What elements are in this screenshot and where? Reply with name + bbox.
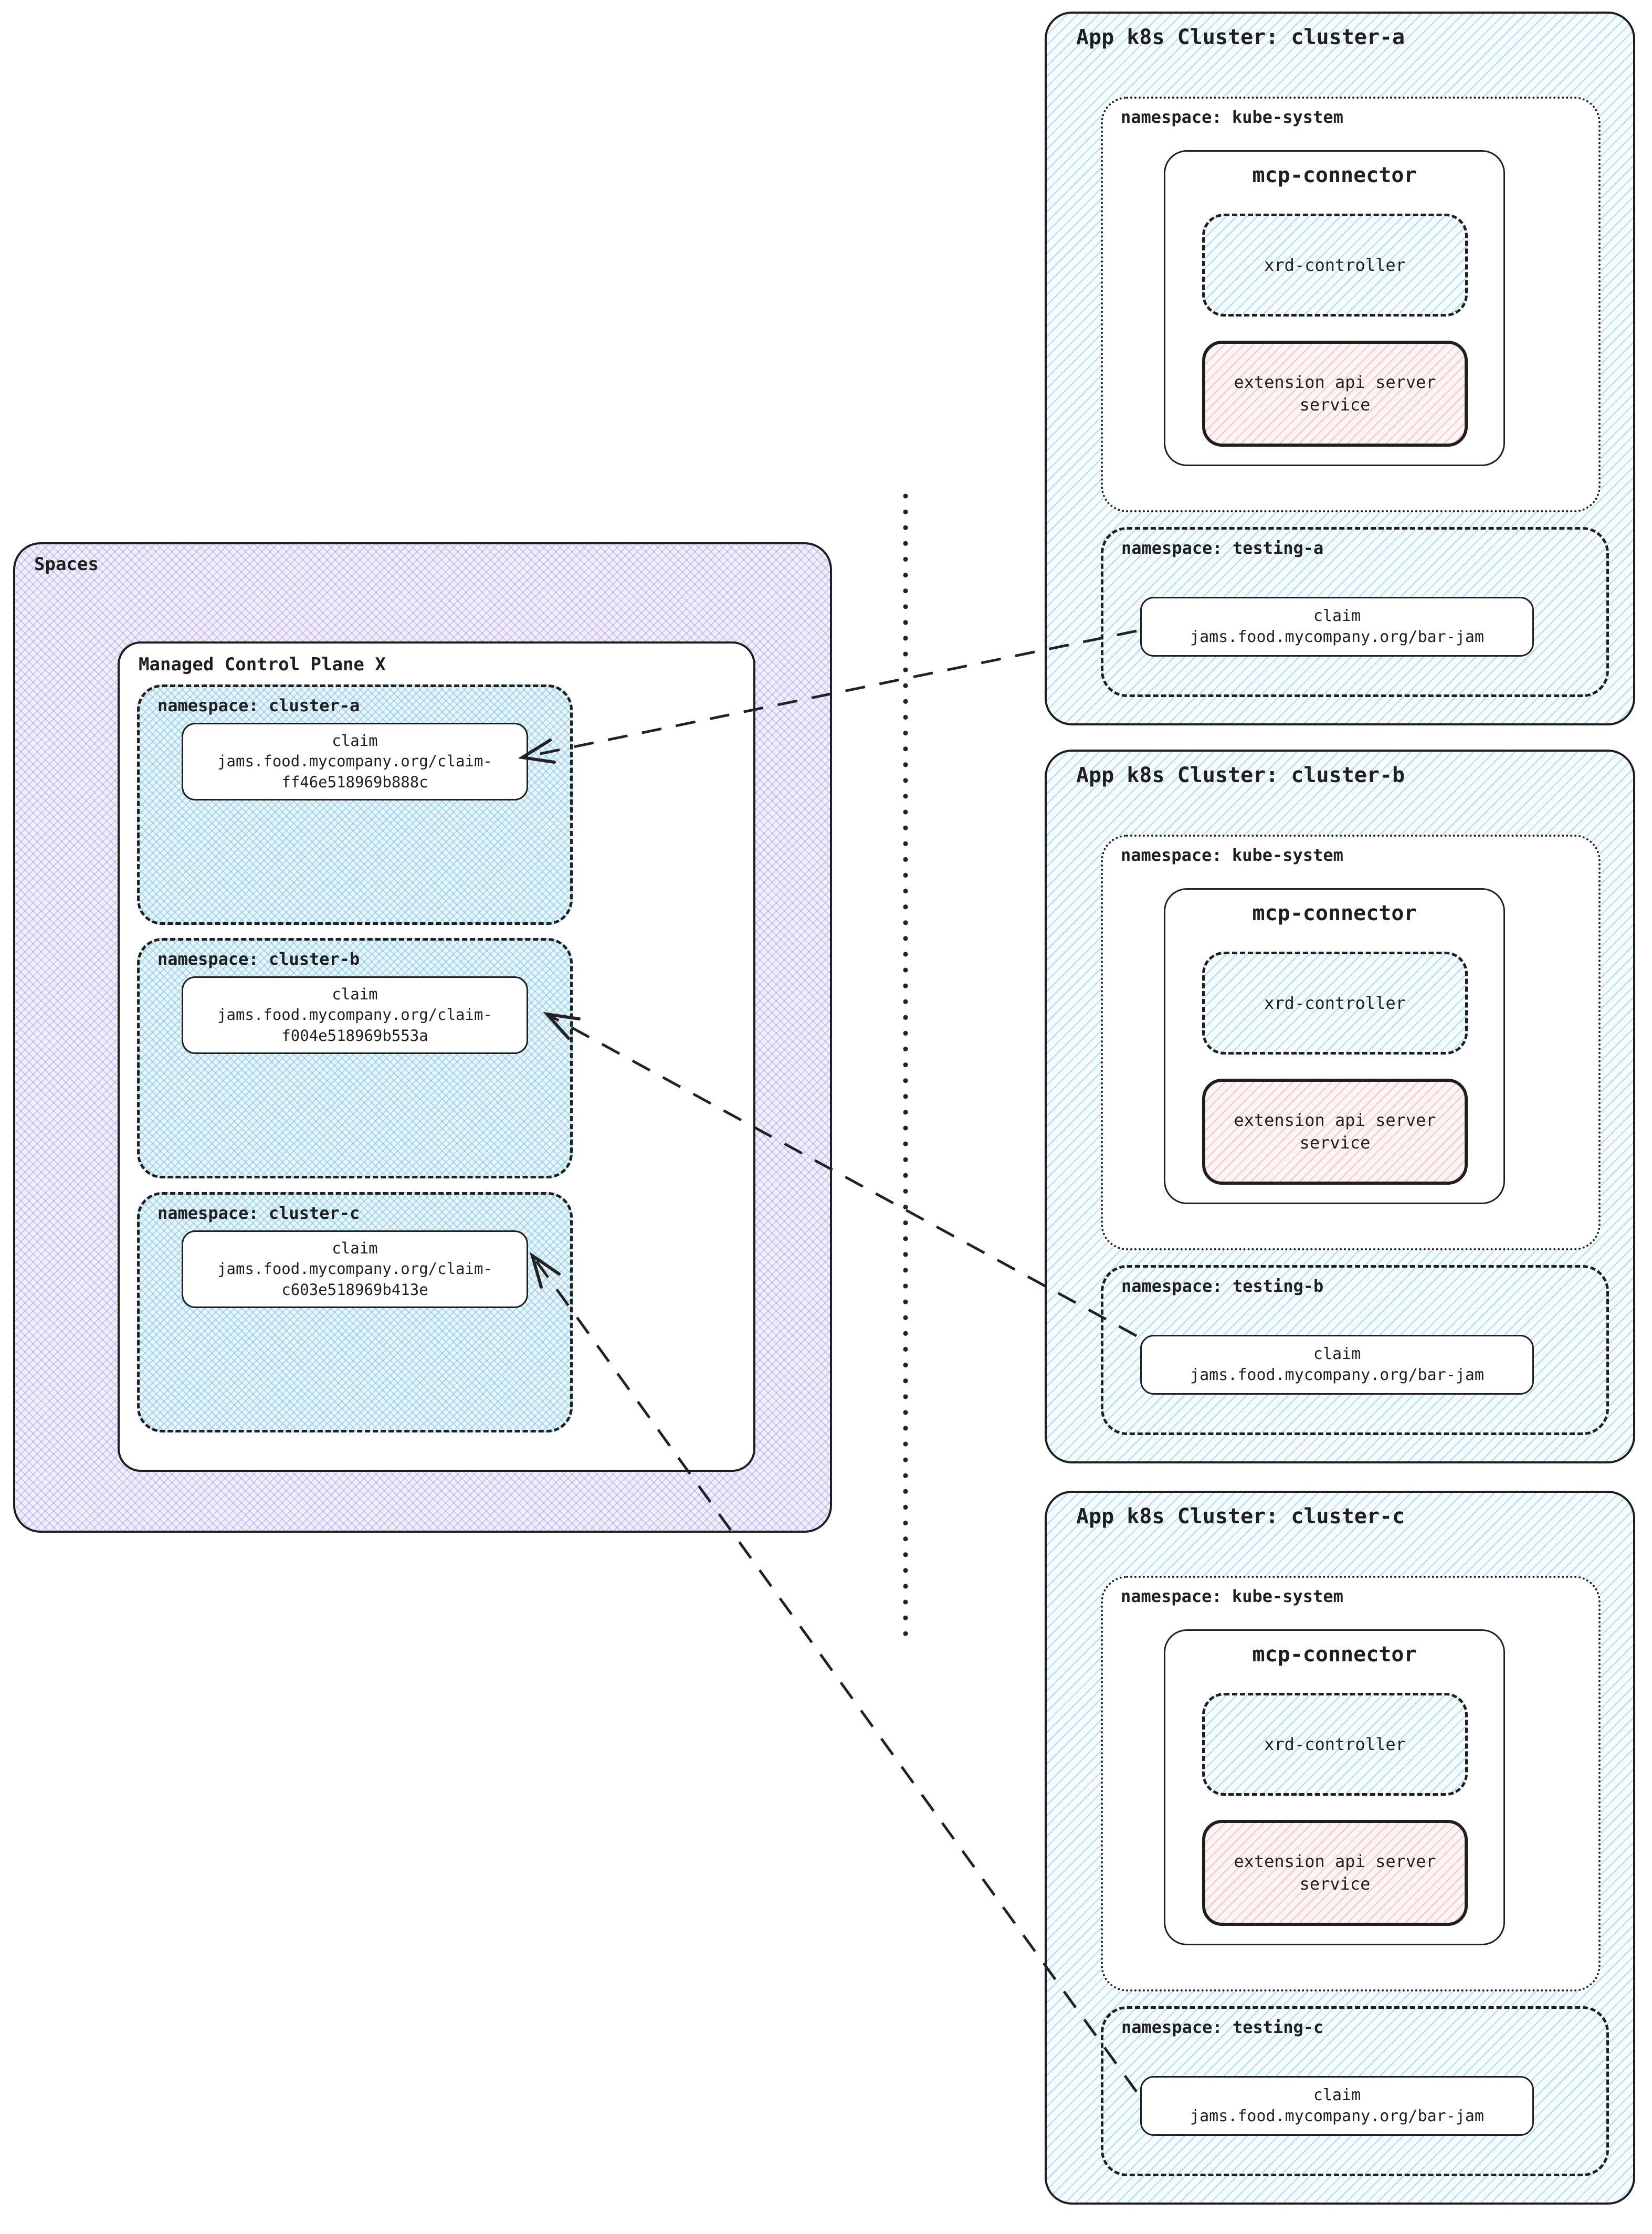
namespace-kube-system-label-b: namespace: kube-system [1121, 845, 1343, 865]
managed-control-plane-box: Managed Control Plane X namespace: clust… [118, 641, 755, 1472]
claim-resource: jams.food.mycompany.org/bar-jam [1190, 2107, 1484, 2125]
mcp-connector-box-c: mcp-connector xrd-controller extension a… [1164, 1629, 1505, 1945]
mcp-connector-title-a: mcp-connector [1252, 163, 1417, 187]
app-cluster-b-title: App k8s Cluster: cluster-b [1076, 763, 1405, 787]
extension-api-line1: extension api server [1234, 372, 1436, 392]
namespace-kube-system-box-c: namespace: kube-system mcp-connector xrd… [1101, 1576, 1601, 1991]
claim-box-testing-b: claim jams.food.mycompany.org/bar-jam [1140, 1335, 1534, 1395]
namespace-cluster-b-box: namespace: cluster-b claim jams.food.myc… [137, 938, 573, 1178]
namespace-cluster-c-box: namespace: cluster-c claim jams.food.myc… [137, 1192, 573, 1432]
claim-box-testing-c: claim jams.food.mycompany.org/bar-jam [1140, 2076, 1534, 2136]
extension-api-server-box-b: extension api server service [1202, 1079, 1468, 1185]
namespace-testing-c-box: namespace: testing-c claim jams.food.myc… [1101, 2006, 1609, 2176]
spaces-container: Spaces Managed Control Plane X namespace… [13, 542, 832, 1533]
namespace-cluster-c-label: namespace: cluster-c [157, 1203, 360, 1223]
claim-title: claim [332, 732, 378, 750]
claim-resource: jams.food.mycompany.org/bar-jam [1190, 628, 1484, 646]
extension-api-line2: service [1299, 1133, 1371, 1153]
xrd-controller-label: xrd-controller [1264, 1734, 1406, 1754]
claim-resource-line1: jams.food.mycompany.org/claim- [217, 1260, 492, 1278]
claim-box-testing-a: claim jams.food.mycompany.org/bar-jam [1140, 597, 1534, 657]
claim-resource-line1: jams.food.mycompany.org/claim- [217, 1006, 492, 1024]
app-cluster-c-title: App k8s Cluster: cluster-c [1076, 1504, 1405, 1529]
app-cluster-a-box: App k8s Cluster: cluster-a namespace: ku… [1045, 12, 1635, 725]
extension-api-server-box-a: extension api server service [1202, 341, 1468, 447]
claim-resource-line2: ff46e518969b888c [281, 773, 428, 791]
claim-resource: jams.food.mycompany.org/bar-jam [1190, 1366, 1484, 1384]
app-cluster-b-box: App k8s Cluster: cluster-b namespace: ku… [1045, 750, 1635, 1463]
namespace-kube-system-label-a: namespace: kube-system [1121, 107, 1343, 127]
namespace-testing-c-label: namespace: testing-c [1121, 2017, 1324, 2037]
extension-api-line1: extension api server [1234, 1851, 1436, 1871]
mcp-connector-box-a: mcp-connector xrd-controller extension a… [1164, 150, 1505, 466]
mcp-connector-box-b: mcp-connector xrd-controller extension a… [1164, 888, 1505, 1204]
claim-title: claim [332, 1239, 378, 1258]
namespace-testing-a-label: namespace: testing-a [1121, 538, 1324, 558]
namespace-cluster-a-label: namespace: cluster-a [157, 696, 360, 715]
spaces-label: Spaces [34, 554, 99, 575]
namespace-testing-b-label: namespace: testing-b [1121, 1276, 1324, 1296]
xrd-controller-box-b: xrd-controller [1202, 952, 1468, 1055]
claim-title: claim [1313, 2085, 1361, 2104]
xrd-controller-label: xrd-controller [1264, 993, 1406, 1013]
extension-api-line1: extension api server [1234, 1110, 1436, 1130]
claim-box-cluster-b: claim jams.food.mycompany.org/claim- f00… [182, 976, 528, 1054]
mcp-connector-title-c: mcp-connector [1252, 1642, 1417, 1667]
app-cluster-c-box: App k8s Cluster: cluster-c namespace: ku… [1045, 1491, 1635, 2205]
xrd-controller-label: xrd-controller [1264, 255, 1406, 275]
namespace-cluster-b-label: namespace: cluster-b [157, 949, 360, 969]
namespace-kube-system-box-b: namespace: kube-system mcp-connector xrd… [1101, 835, 1601, 1250]
claim-title: claim [1313, 606, 1361, 625]
app-cluster-a-title: App k8s Cluster: cluster-a [1076, 25, 1405, 49]
claim-box-cluster-a: claim jams.food.mycompany.org/claim- ff4… [182, 723, 528, 800]
extension-api-server-box-c: extension api server service [1202, 1820, 1468, 1926]
mcp-connector-title-b: mcp-connector [1252, 901, 1417, 925]
namespace-testing-b-box: namespace: testing-b claim jams.food.myc… [1101, 1265, 1609, 1435]
extension-api-line2: service [1299, 1874, 1371, 1894]
claim-resource-line2: f004e518969b553a [281, 1026, 428, 1045]
managed-control-plane-label: Managed Control Plane X [139, 654, 386, 675]
claim-title: claim [1313, 1344, 1361, 1363]
namespace-cluster-a-box: namespace: cluster-a claim jams.food.myc… [137, 684, 573, 925]
xrd-controller-box-c: xrd-controller [1202, 1693, 1468, 1796]
xrd-controller-box-a: xrd-controller [1202, 214, 1468, 317]
namespace-kube-system-box-a: namespace: kube-system mcp-connector xrd… [1101, 97, 1601, 512]
claim-resource-line2: c603e518969b413e [281, 1280, 428, 1299]
claim-resource-line1: jams.food.mycompany.org/claim- [217, 752, 492, 771]
namespace-testing-a-box: namespace: testing-a claim jams.food.myc… [1101, 527, 1609, 697]
claim-title: claim [332, 985, 378, 1004]
namespace-kube-system-label-c: namespace: kube-system [1121, 1586, 1343, 1606]
extension-api-line2: service [1299, 395, 1371, 415]
claim-box-cluster-c: claim jams.food.mycompany.org/claim- c60… [182, 1230, 528, 1308]
